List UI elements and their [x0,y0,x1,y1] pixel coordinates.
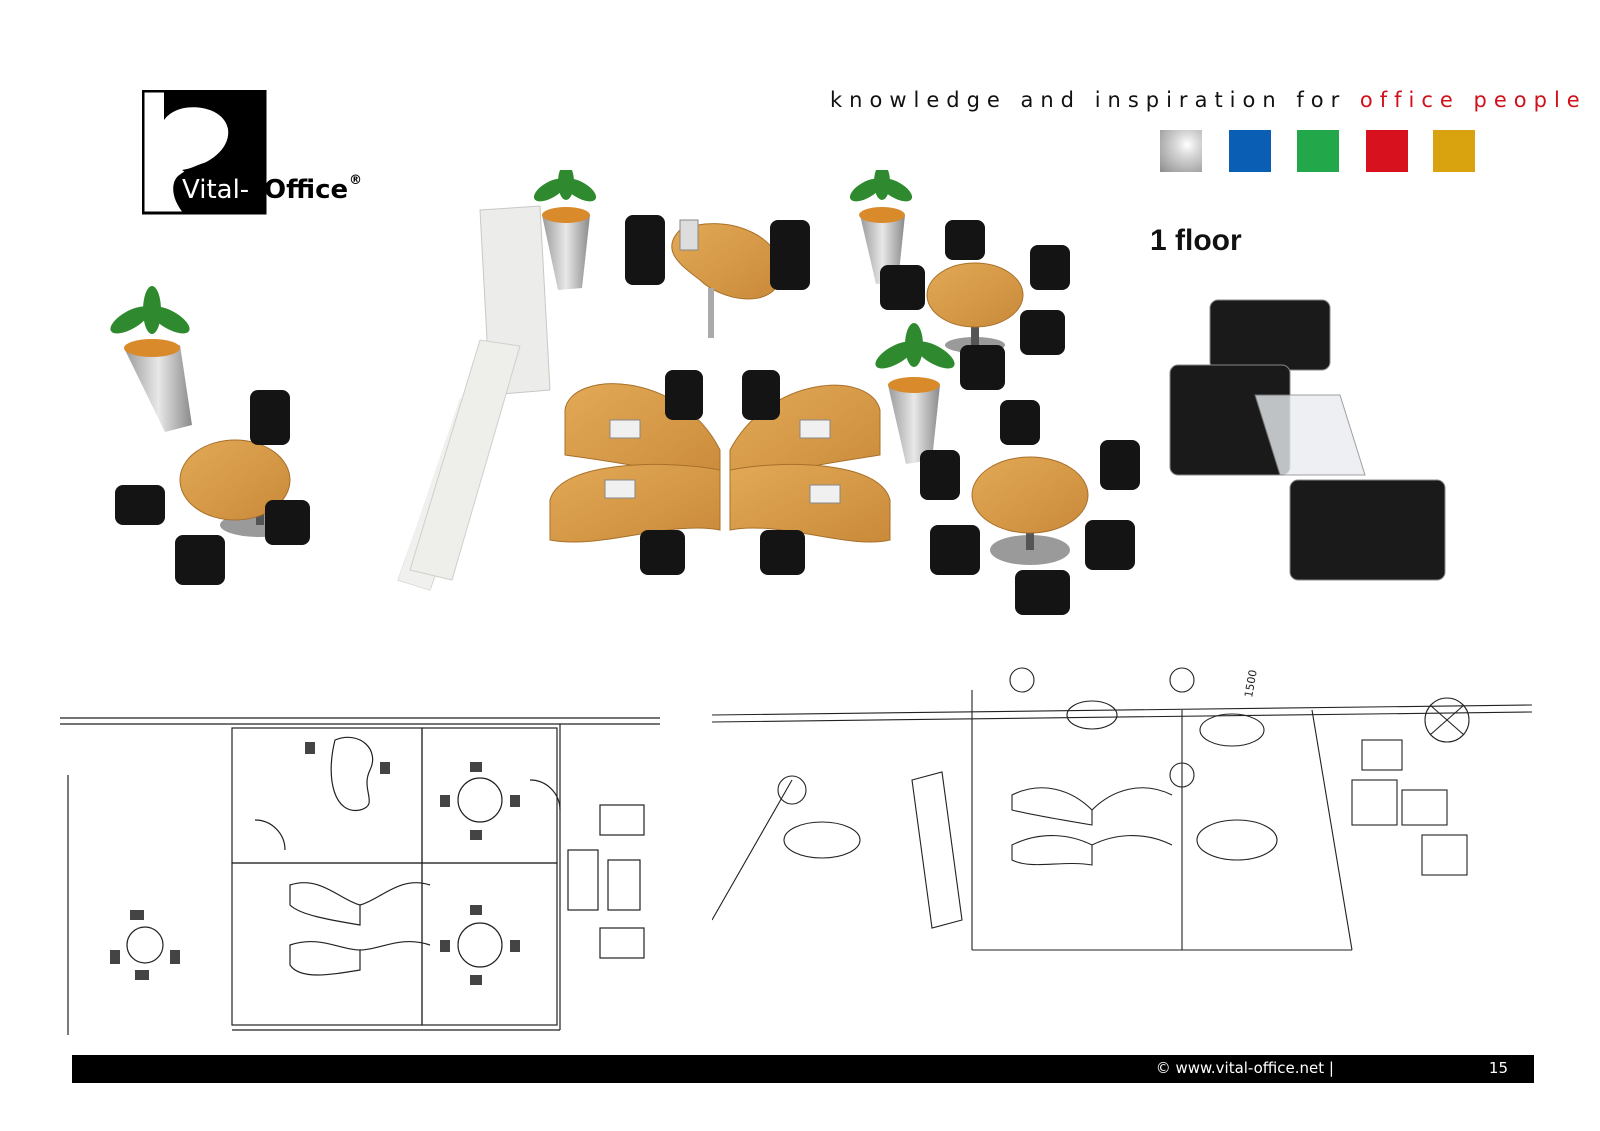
swatch-green [1297,130,1339,172]
dimension-label: 1500 [1242,669,1260,699]
desk-chairs [640,370,805,575]
footer-bar: © www.vital-office.net | 15 [72,1055,1534,1083]
swatch-red [1366,130,1408,172]
swatch-gold [1433,130,1475,172]
lounge-area [1169,299,1446,581]
tagline: knowledge and inspiration for office peo… [830,88,1580,112]
floor-plan-2d [60,717,660,1035]
plant-middle [875,323,955,464]
kidney-desk [671,219,782,338]
desk-cluster [549,383,891,543]
swatch-blue [1229,130,1271,172]
plant-left [110,286,192,432]
page-number: 15 [1488,1059,1508,1077]
tagline-accent: office people [1359,88,1587,112]
office-3d-render [110,170,1446,615]
top-right-table [926,262,1024,353]
logo-registered: ® [349,173,362,188]
floor-label: 1 floor [1150,224,1242,257]
swatch-silver [1160,130,1202,172]
plant-top-center [533,170,597,290]
left-chairs [115,390,310,585]
tagline-lead: knowledge and inspiration for [830,88,1360,112]
kidney-chairs [625,215,810,290]
logo-text-light: Vital- [182,175,249,205]
vital-office-logo: Vital- Office ® [142,90,362,215]
logo-text-bold: Office [264,175,348,205]
lower-right-table [971,456,1089,565]
floor-plan-perspective: 1500 [712,667,1532,951]
lower-right-chairs [920,400,1140,615]
top-right-chairs [880,220,1070,390]
footer-copyright: © www.vital-office.net | [1155,1059,1334,1077]
cabinet-wall [397,205,551,591]
